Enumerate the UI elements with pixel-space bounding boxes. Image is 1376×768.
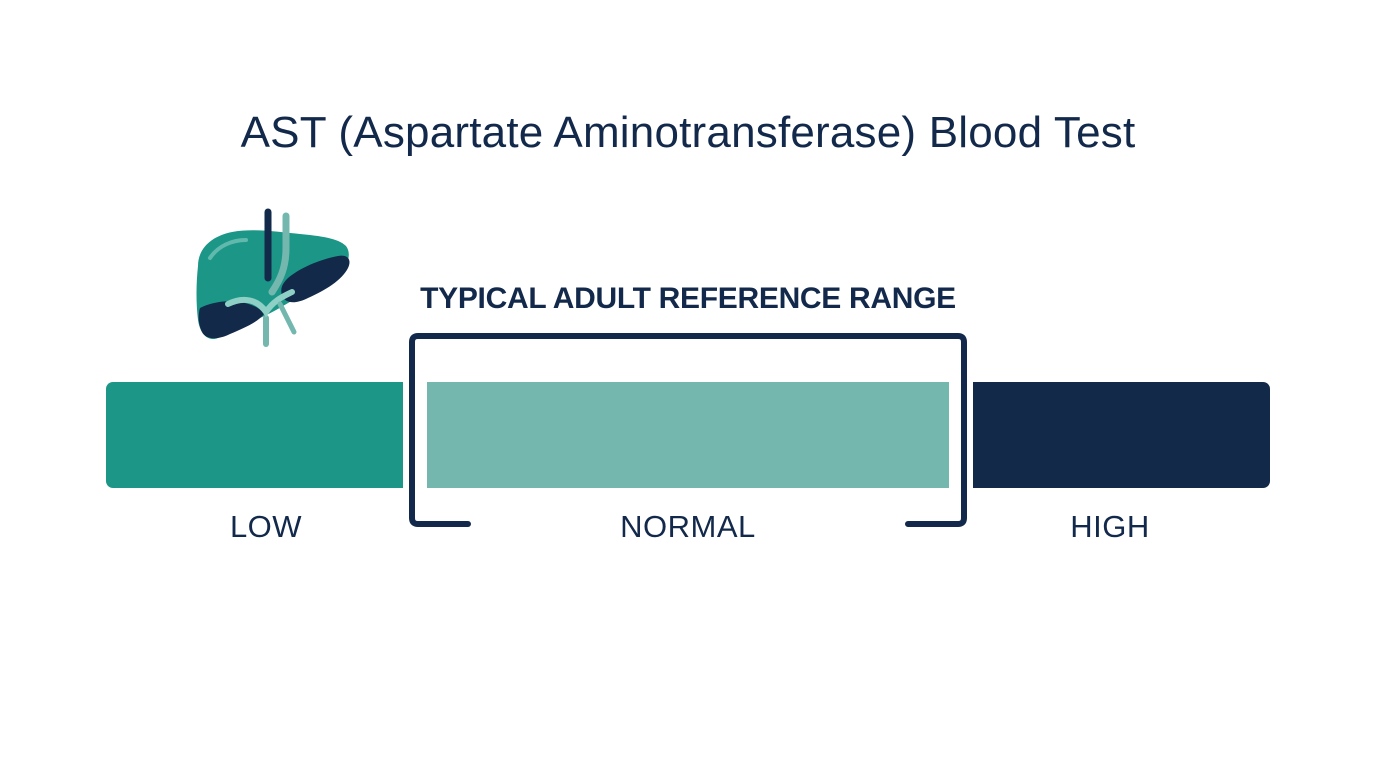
liver-icon xyxy=(196,208,350,347)
range-bar-high xyxy=(973,382,1270,488)
reference-range-heading: TYPICAL ADULT REFERENCE RANGE xyxy=(420,282,956,315)
segment-label-normal: NORMAL xyxy=(620,509,756,544)
page-title: AST (Aspartate Aminotransferase) Blood T… xyxy=(240,108,1136,157)
reference-range-bracket xyxy=(409,333,967,527)
segment-label-low: LOW xyxy=(229,509,303,544)
segment-label-high: HIGH xyxy=(1070,509,1150,544)
range-bar-low xyxy=(106,382,403,488)
range-bar-normal xyxy=(427,382,949,488)
